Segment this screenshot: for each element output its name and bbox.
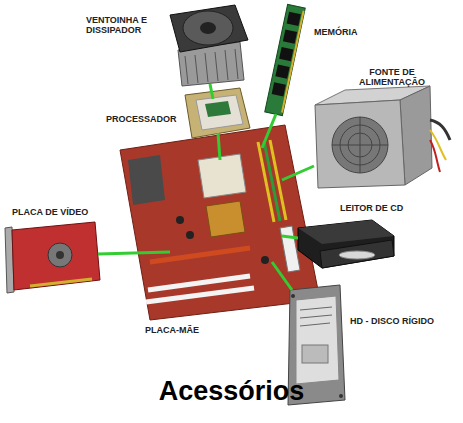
memory-picture-part [272, 82, 286, 96]
leader-lines-part [282, 236, 298, 238]
motherboard-picture-part [186, 231, 194, 239]
part-label: FONTE DE ALIMENTAÇÃO [350, 67, 434, 88]
video-card-picture-part [30, 279, 92, 286]
processor-picture-part [196, 95, 243, 130]
fan-heatsink-picture [170, 5, 248, 86]
memory-picture-part [279, 47, 293, 61]
fan-heatsink-picture-part [215, 52, 218, 81]
power-supply-picture [315, 86, 450, 188]
part-label: HD - DISCO RÍGIDO [350, 316, 434, 326]
leader-lines-part [262, 114, 276, 148]
motherboard-picture-part [198, 154, 246, 198]
motherboard-picture-part [128, 155, 165, 205]
caption: Acessórios [0, 377, 463, 407]
processor-picture [185, 88, 250, 138]
cd-drive-picture [298, 220, 394, 268]
video-card-picture-part [56, 251, 64, 259]
power-supply-picture-part [332, 117, 388, 173]
video-card-picture-part [12, 222, 100, 290]
leader-lines [98, 84, 314, 290]
hard-disk-picture-part [300, 315, 332, 318]
video-card-picture [5, 222, 100, 293]
processor-picture-part [185, 88, 250, 138]
video-card-picture-part [48, 243, 72, 267]
motherboard-picture-part [148, 276, 250, 290]
fan-heatsink-picture-part [185, 56, 188, 84]
leader-lines-part [210, 84, 213, 99]
part-label: VENTOINHA E DISSIPADOR [86, 15, 160, 36]
cd-drive-picture-part [298, 220, 394, 268]
memory-picture [265, 4, 305, 115]
hard-disk-picture-part [300, 307, 332, 310]
power-supply-picture-part [315, 100, 405, 188]
part-label: PROCESSADOR [106, 114, 177, 124]
power-supply-picture-part [400, 86, 432, 185]
cd-drive-picture-part [320, 240, 394, 268]
motherboard-picture-part [206, 201, 245, 237]
power-supply-picture-part [360, 117, 361, 173]
hard-disk-picture-part [296, 296, 339, 384]
part-label: LEITOR DE CD [340, 203, 403, 213]
cd-drive-picture-part [298, 220, 394, 244]
hard-disk-picture-part [339, 394, 343, 398]
fan-heatsink-picture-part [200, 22, 216, 34]
part-label: MEMÓRIA [314, 27, 358, 37]
processor-picture-part [205, 101, 231, 117]
hard-disk-picture-part [300, 323, 330, 326]
leader-lines-part [272, 262, 292, 290]
motherboard-picture-part [176, 216, 184, 224]
fan-heatsink-picture-part [225, 50, 228, 80]
memory-picture-part [265, 4, 305, 115]
part-label: PLACA DE VÍDEO [12, 207, 88, 217]
hard-disk-picture-part [302, 345, 328, 363]
memory-picture-part [283, 29, 297, 43]
fan-heatsink-picture-part [170, 5, 248, 52]
motherboard-picture-part [261, 256, 269, 264]
motherboard-picture-part [146, 288, 254, 302]
leader-lines-part [218, 133, 220, 160]
power-supply-picture-part [430, 140, 440, 172]
leader-lines-part [282, 166, 314, 180]
power-supply-picture-part [430, 120, 450, 140]
hard-disk-picture-part [291, 294, 295, 298]
motherboard-picture-part [280, 226, 300, 272]
fan-heatsink-picture-part [205, 53, 208, 82]
leader-lines-part [98, 252, 170, 254]
memory-picture-part [275, 65, 289, 79]
memory-picture-part [287, 12, 301, 26]
cd-drive-picture-part [339, 251, 375, 259]
fan-heatsink-picture-part [195, 55, 198, 83]
motherboard-picture-part [150, 248, 250, 262]
fan-heatsink-picture-part [235, 49, 238, 79]
memory-picture-part [281, 11, 305, 113]
part-label: PLACA-MÃE [145, 325, 199, 335]
fan-heatsink-picture-part [183, 11, 233, 45]
